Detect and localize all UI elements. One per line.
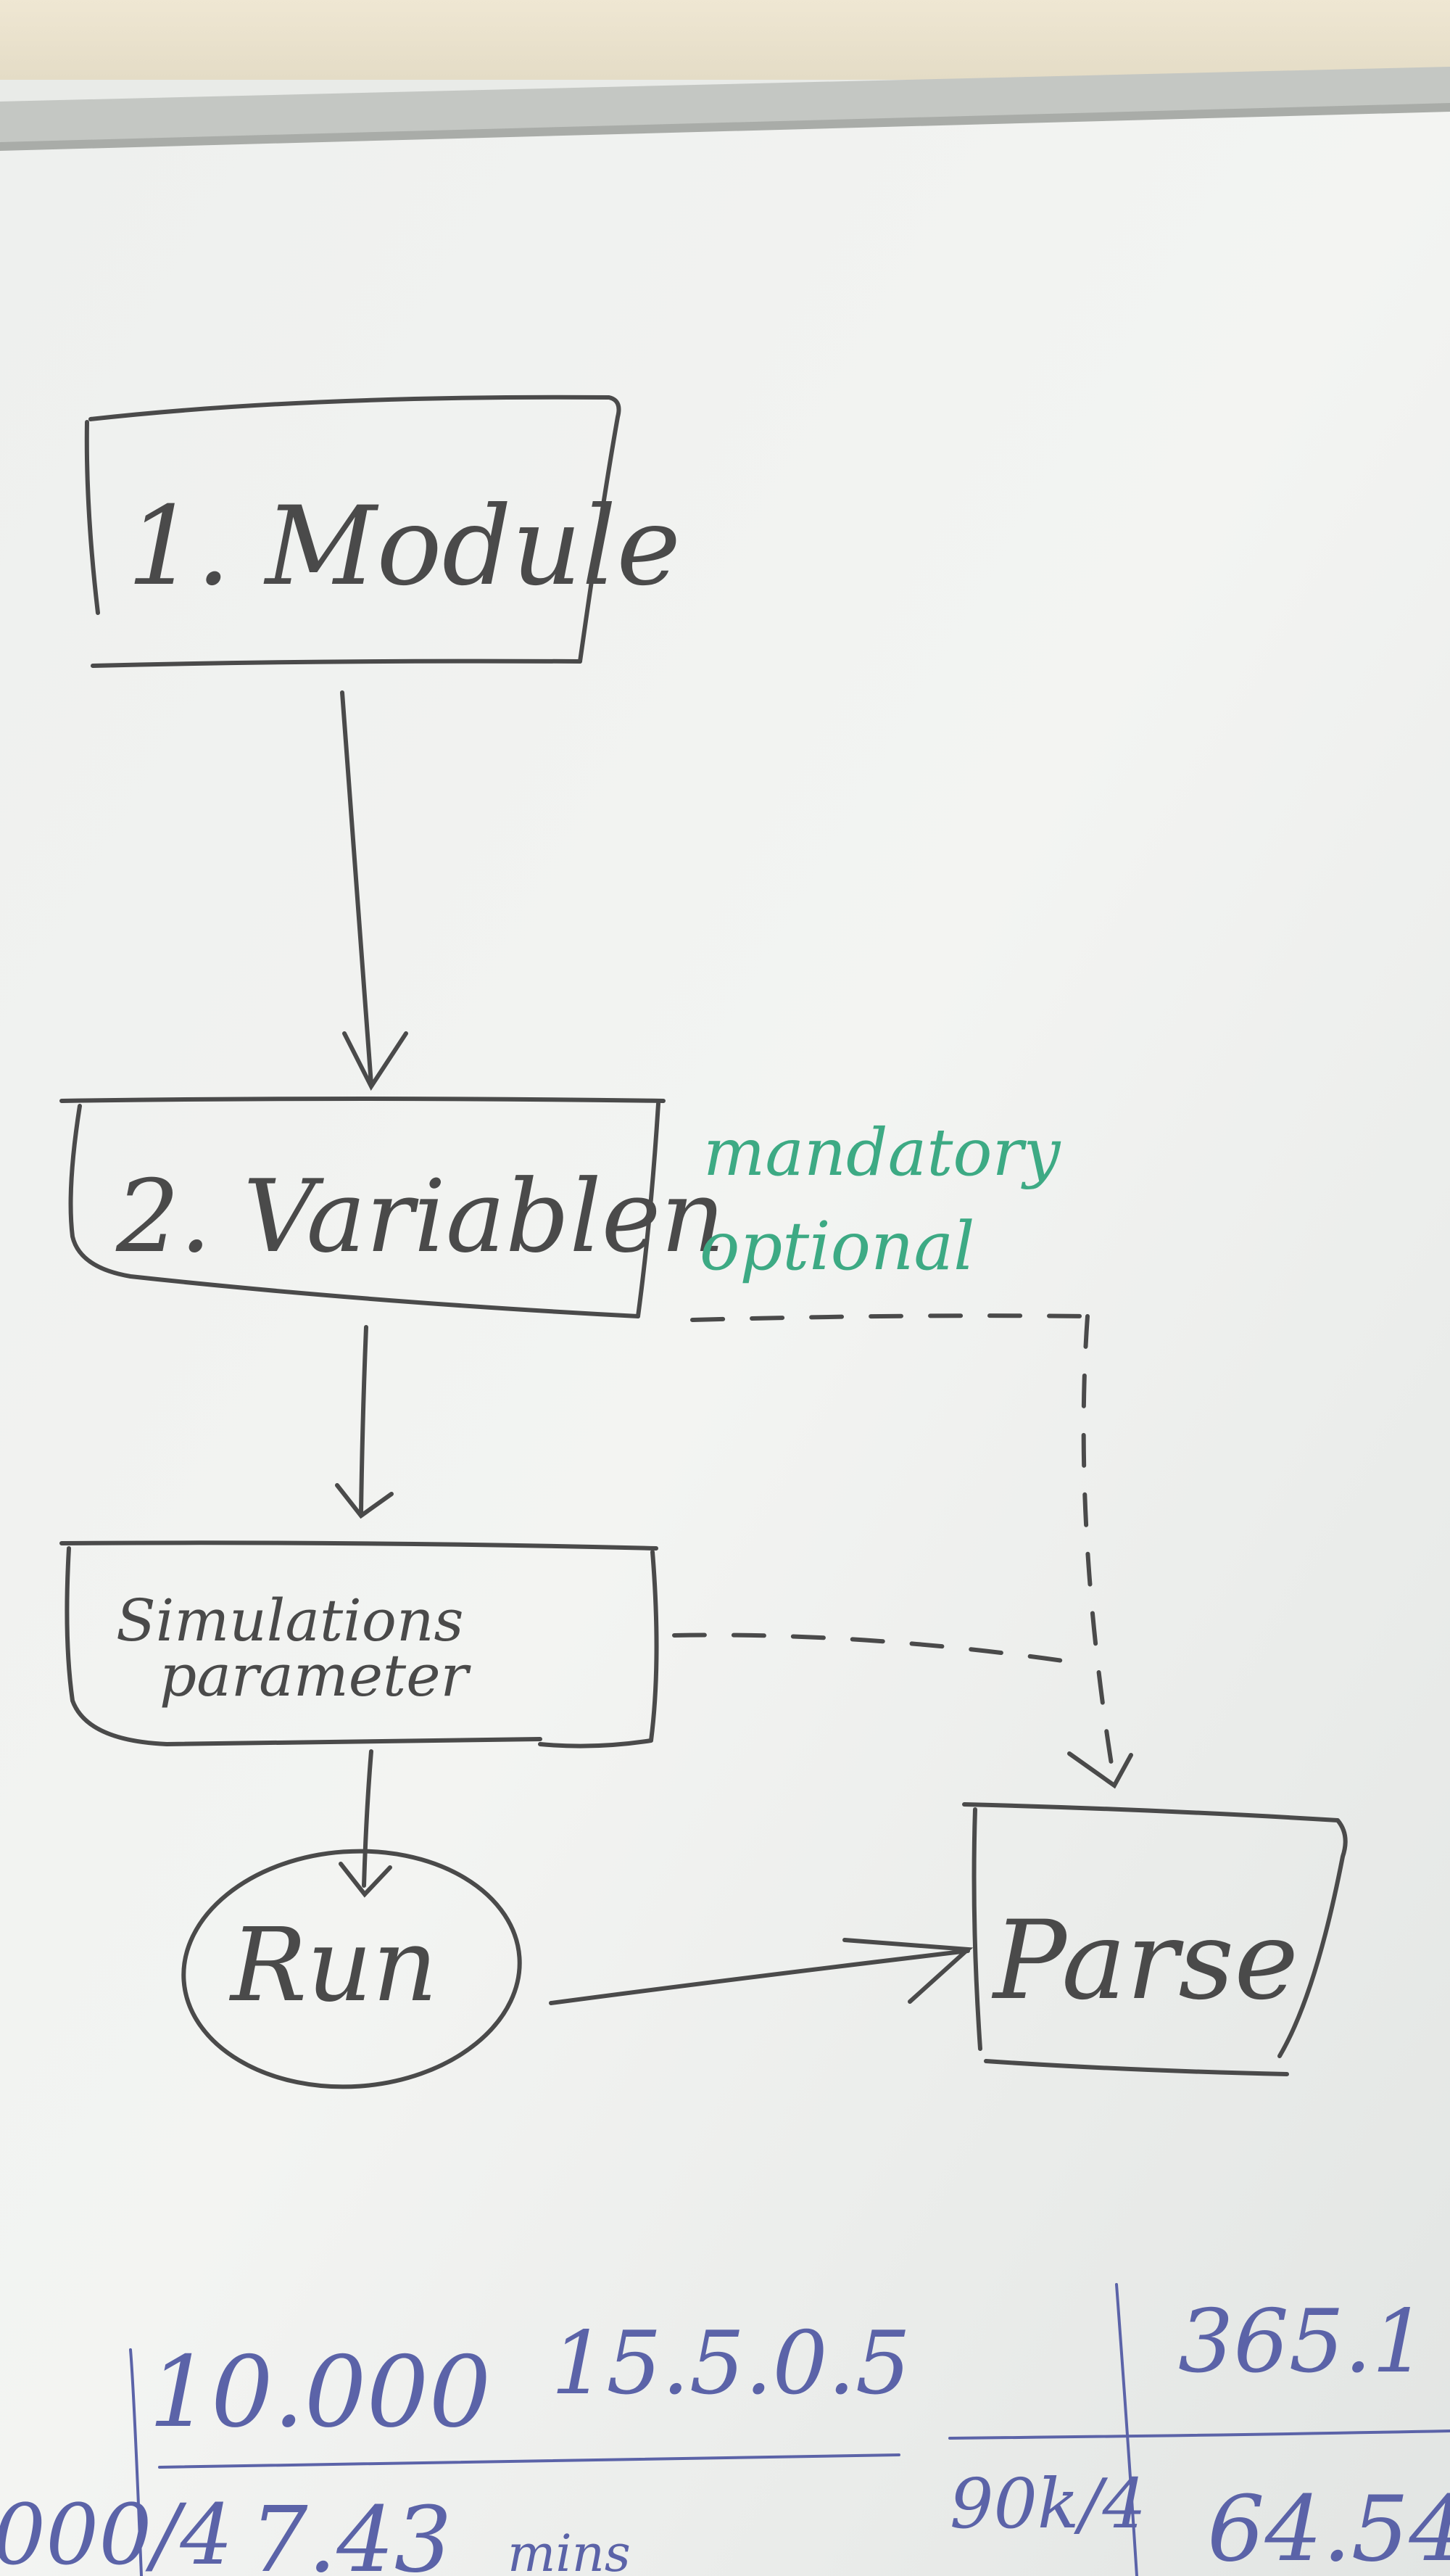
note-value-8: 64.54 [1207,2477,1450,2576]
parse-box [962,1802,1348,2076]
arrow-module-to-variablen [340,690,408,1091]
note-value-5: 7.43 [250,2488,452,2576]
module-box [84,395,621,668]
parse-label: Parse [991,1898,1298,2024]
board-frame [0,67,1450,149]
simulations-label-line2: parameter [160,1642,472,1709]
note-value-3: 365.1 [1178,2292,1428,2393]
legend-mandatory: mandatory [703,1115,1061,1191]
arrow-variablen-to-sim [335,1325,394,1519]
wall [0,0,1450,80]
optional-arrowhead [1067,1751,1133,1789]
variablen-label: 2. Variablen [115,1158,725,1275]
note-value-1: 10.000 [149,2335,491,2449]
whiteboard-surface [0,109,1450,2576]
note-value-2: 15.5.0.5 [551,2313,911,2414]
note-value-6: mins [508,2524,631,2576]
simulations-label-line1: Simulations [116,1587,464,1654]
run-node [181,1849,522,2089]
module-label: 1. Module [127,484,681,610]
arrow-sim-to-run [339,1749,392,1898]
variablen-box [59,1097,666,1318]
legend-optional: optional [700,1208,975,1285]
run-label: Run [228,1907,438,2025]
simulations-box [59,1540,659,1749]
note-value-7: 90k/4 [950,2464,1146,2544]
notes-lines [129,2283,1450,2576]
arrow-run-to-parse [549,1938,974,2005]
optional-dashed-edges [672,1313,1115,1775]
note-value-4: 000/4 [0,2487,233,2576]
